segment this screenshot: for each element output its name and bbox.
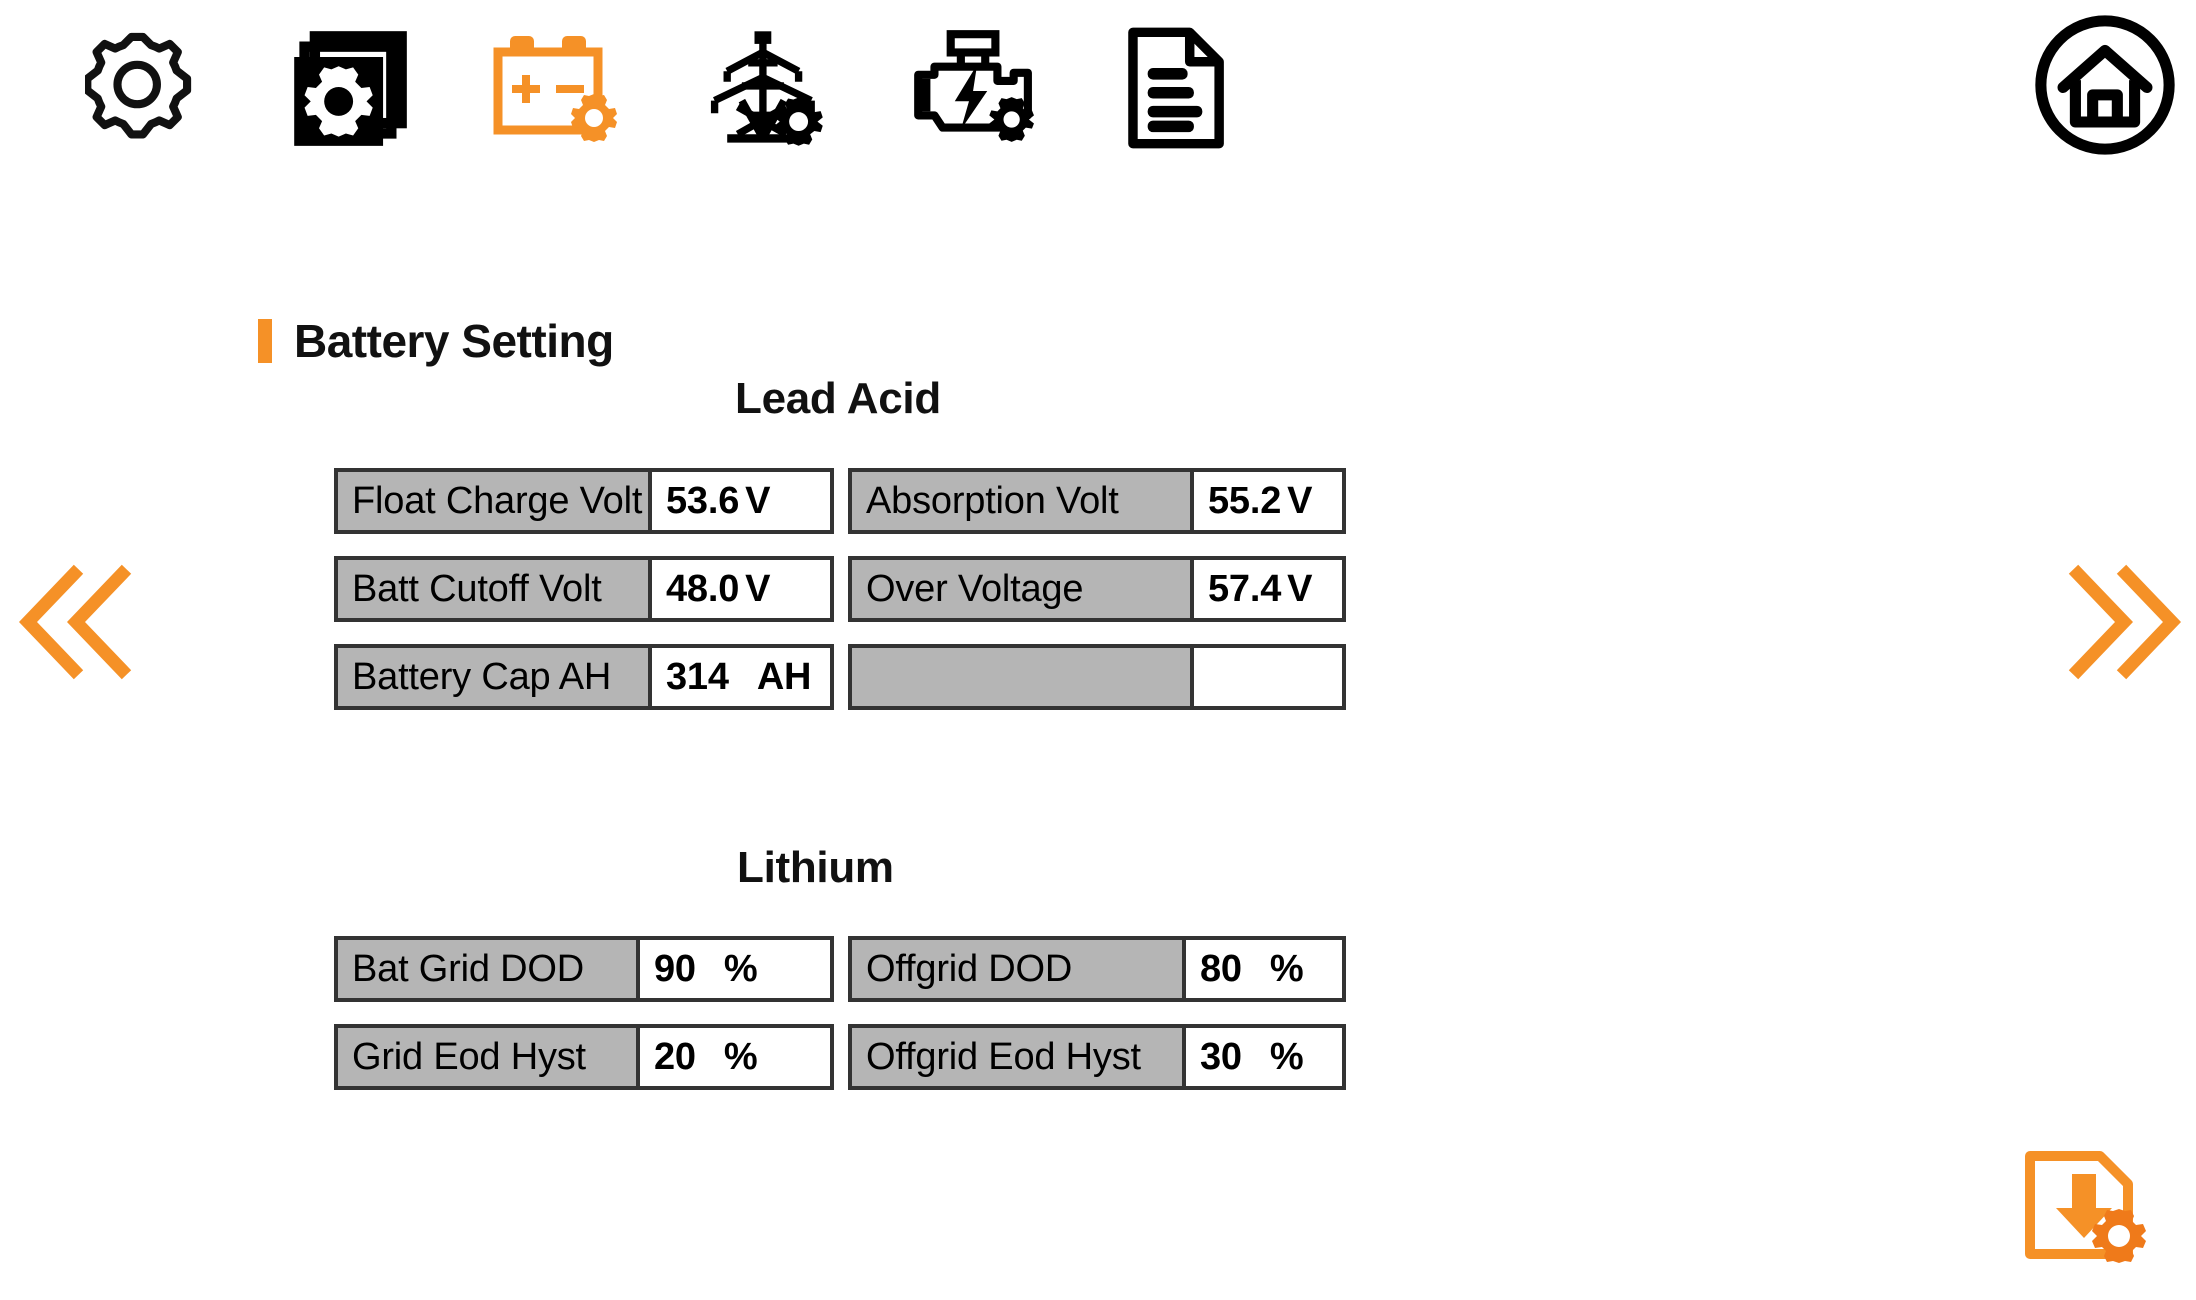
section-heading-lead-acid: Lead Acid xyxy=(735,374,941,423)
param-value-empty xyxy=(1190,648,1342,706)
value-number: 48.0 xyxy=(666,567,740,610)
value-unit: AH xyxy=(756,655,812,698)
section-heading-lithium: Lithium xyxy=(737,843,894,892)
top-toolbar xyxy=(0,0,2196,180)
value-number: 53.6 xyxy=(666,479,740,522)
value-unit: % xyxy=(1269,1035,1304,1078)
param-label: Grid Eod Hyst xyxy=(338,1028,636,1086)
value-number: 80 xyxy=(1200,947,1242,990)
param-value[interactable]: 314 AH xyxy=(648,648,830,706)
page-title-row: Battery Setting xyxy=(258,318,614,364)
page-title: Battery Setting xyxy=(294,315,614,367)
next-page-button[interactable] xyxy=(2052,552,2192,692)
param-field-offgrid-dod[interactable]: Offgrid DOD 80% xyxy=(848,936,1346,1002)
document-lines-icon xyxy=(1121,26,1229,150)
value-unit: V xyxy=(1287,479,1313,522)
param-label: Offgrid Eod Hyst xyxy=(852,1028,1182,1086)
toolbar-item-system-setting[interactable] xyxy=(68,18,218,158)
param-field-battery-cap-ah[interactable]: Battery Cap AH 314 AH xyxy=(334,644,834,710)
double-chevron-left-icon xyxy=(8,564,148,696)
toolbar-item-battery-setting[interactable] xyxy=(485,18,635,158)
param-field-bat-grid-dod[interactable]: Bat Grid DOD 90% xyxy=(334,936,834,1002)
table-row: Bat Grid DOD 90% Offgrid DOD 80% xyxy=(334,936,1346,1002)
value-unit: % xyxy=(1269,947,1304,990)
param-field-grid-eod-hyst[interactable]: Grid Eod Hyst 20% xyxy=(334,1024,834,1090)
stacked-gears-icon xyxy=(288,26,412,150)
table-row: Battery Cap AH 314 AH xyxy=(334,644,1346,710)
value-number: 55.2 xyxy=(1208,479,1282,522)
param-value[interactable]: 30% xyxy=(1182,1028,1342,1086)
param-label: Bat Grid DOD xyxy=(338,940,636,998)
param-label: Battery Cap AH xyxy=(338,648,648,706)
value-number: 57.4 xyxy=(1208,567,1282,610)
generator-gear-icon xyxy=(904,28,1036,148)
home-circle-icon xyxy=(2031,11,2179,159)
param-field-empty xyxy=(848,644,1346,710)
value-number: 314 xyxy=(666,655,729,698)
title-accent-bar xyxy=(258,319,272,363)
param-label: Offgrid DOD xyxy=(852,940,1182,998)
param-value[interactable]: 80% xyxy=(1182,940,1342,998)
battery-gear-icon xyxy=(490,28,630,148)
previous-page-button[interactable] xyxy=(8,552,148,692)
value-unit: V xyxy=(745,479,771,522)
value-number: 30 xyxy=(1200,1035,1242,1078)
double-chevron-right-icon xyxy=(2052,564,2192,696)
value-number: 90 xyxy=(654,947,696,990)
param-label: Over Voltage xyxy=(852,560,1190,618)
value-number: 20 xyxy=(654,1035,696,1078)
table-row: Grid Eod Hyst 20% Offgrid Eod Hyst 30% xyxy=(334,1024,1346,1090)
toolbar-item-grid-setting[interactable] xyxy=(690,18,840,158)
param-label-empty xyxy=(852,648,1190,706)
param-label: Absorption Volt xyxy=(852,472,1190,530)
home-button[interactable] xyxy=(2030,10,2180,160)
lithium-table: Bat Grid DOD 90% Offgrid DOD 80% Grid Eo… xyxy=(334,936,1346,1090)
power-tower-gear-icon xyxy=(702,25,828,151)
value-unit: V xyxy=(745,567,771,610)
param-value[interactable]: 20% xyxy=(636,1028,830,1086)
toolbar-item-advanced-setting[interactable] xyxy=(275,18,425,158)
param-field-offgrid-eod-hyst[interactable]: Offgrid Eod Hyst 30% xyxy=(848,1024,1346,1090)
save-settings-button[interactable] xyxy=(2022,1150,2152,1268)
param-value[interactable]: 90% xyxy=(636,940,830,998)
toolbar-item-generator-setting[interactable] xyxy=(895,18,1045,158)
save-document-gear-icon xyxy=(2022,1151,2152,1276)
toolbar-item-report-log[interactable] xyxy=(1100,18,1250,158)
gear-outline-icon xyxy=(85,30,201,146)
value-unit: V xyxy=(1287,567,1313,610)
value-unit: % xyxy=(723,1035,758,1078)
value-unit: % xyxy=(723,947,758,990)
param-label: Float Charge Volt xyxy=(338,472,648,530)
param-label: Batt Cutoff Volt xyxy=(338,560,648,618)
